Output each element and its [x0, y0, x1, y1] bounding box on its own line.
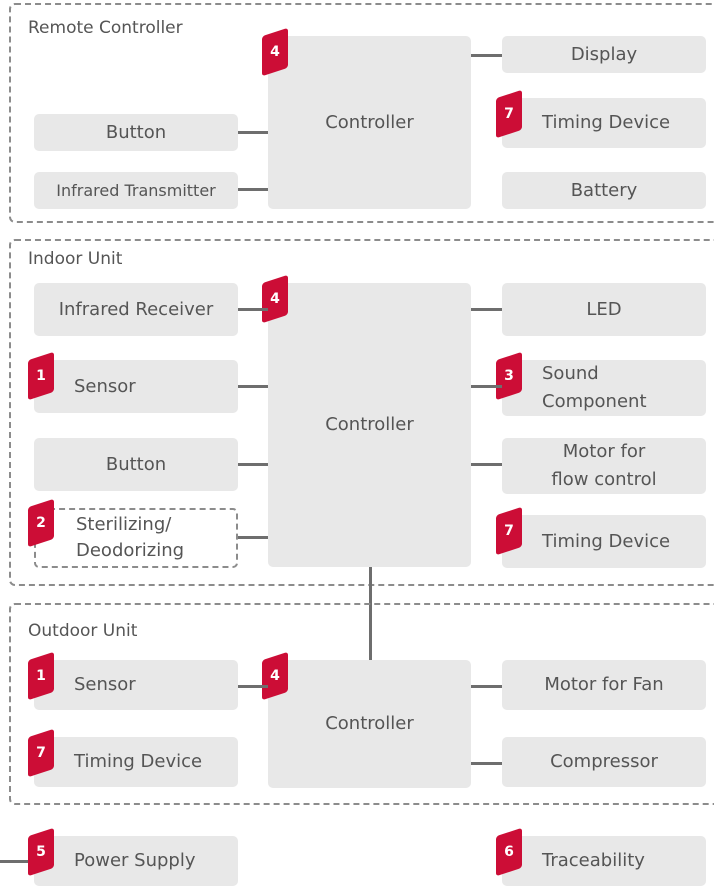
badge-4: 4 [262, 656, 288, 696]
compressor-label: Compressor [550, 751, 658, 772]
connector-line [471, 308, 502, 311]
remote-display-label: Display [570, 43, 638, 65]
outdoor-controller-label: Controller [325, 713, 414, 734]
remote-controller-title: Remote Controller [28, 18, 183, 38]
motor-fan-label: Motor for Fan [544, 674, 664, 695]
outdoor-controller-box: Controller [268, 660, 471, 788]
infrared-receiver-label: Infrared Receiver [58, 298, 214, 320]
badge-6: 6 [496, 832, 522, 872]
indoor-sensor-box: Sensor [34, 360, 238, 413]
outdoor-sensor-label: Sensor [74, 674, 136, 695]
connector-line [471, 463, 502, 466]
connector-line [238, 188, 268, 191]
connector-line [238, 308, 268, 311]
remote-timing-device-label: Timing Device [542, 112, 671, 133]
outdoor-timing-device-box: Timing Device [34, 737, 238, 787]
connector-line [471, 685, 502, 688]
connector-line [471, 54, 502, 57]
remote-button-label: Button [105, 121, 167, 143]
badge-2: 2 [28, 503, 54, 543]
sterilizing-deodorizing-label: Sterilizing/Deodorizing [76, 514, 185, 561]
infrared-transmitter-label: Infrared Transmitter [56, 180, 216, 200]
outdoor-sensor-box: Sensor [34, 660, 238, 710]
connector-line [238, 463, 268, 466]
traceability-box: Traceability [502, 836, 706, 886]
power-supply-label: Power Supply [74, 850, 196, 871]
power-supply-box: Power Supply [34, 836, 238, 886]
indoor-controller-box: Controller [268, 283, 471, 567]
power-supply-line [0, 860, 34, 863]
connector-line [238, 685, 268, 688]
outdoor-timing-device-label: Timing Device [74, 751, 203, 772]
indoor-unit-section [9, 239, 714, 586]
led-box: LED [502, 283, 706, 336]
connector-line [238, 385, 268, 388]
indoor-outdoor-link [369, 567, 372, 660]
remote-battery-box: Battery [502, 172, 706, 209]
badge-7: 7 [28, 733, 54, 773]
indoor-controller-label: Controller [325, 414, 414, 435]
indoor-button-box: Button [34, 438, 238, 491]
led-label: LED [586, 298, 622, 320]
remote-button-box: Button [34, 114, 238, 151]
connector-line [471, 385, 502, 388]
outdoor-unit-title: Outdoor Unit [28, 621, 138, 641]
infrared-transmitter-box: Infrared Transmitter [34, 172, 238, 209]
indoor-sensor-label: Sensor [74, 375, 136, 397]
remote-timing-device-box: Timing Device [502, 98, 706, 148]
remote-controller-box: Controller [268, 36, 471, 209]
outdoor-unit-section [9, 603, 714, 805]
connector-line [471, 762, 502, 765]
sterilizing-deodorizing-box: Sterilizing/Deodorizing [34, 508, 238, 568]
indoor-timing-device-box: Timing Device [502, 515, 706, 568]
badge-1: 1 [28, 656, 54, 696]
badge-3: 3 [496, 356, 522, 396]
compressor-box: Compressor [502, 737, 706, 787]
motor-fan-box: Motor for Fan [502, 660, 706, 710]
remote-controller-label: Controller [325, 111, 414, 133]
infrared-receiver-box: Infrared Receiver [34, 283, 238, 336]
indoor-timing-device-label: Timing Device [542, 530, 671, 552]
traceability-label: Traceability [542, 850, 645, 871]
remote-battery-label: Battery [570, 179, 638, 201]
badge-7: 7 [496, 511, 522, 551]
connector-line [238, 131, 268, 134]
indoor-unit-title: Indoor Unit [28, 249, 123, 269]
badge-7: 7 [496, 94, 522, 134]
badge-1: 1 [28, 356, 54, 396]
remote-display-box: Display [502, 36, 706, 73]
badge-5: 5 [28, 832, 54, 872]
badge-4: 4 [262, 32, 288, 72]
connector-line [238, 536, 268, 539]
badge-4: 4 [262, 279, 288, 319]
indoor-button-label: Button [105, 453, 167, 475]
remote-controller-section [9, 3, 714, 223]
